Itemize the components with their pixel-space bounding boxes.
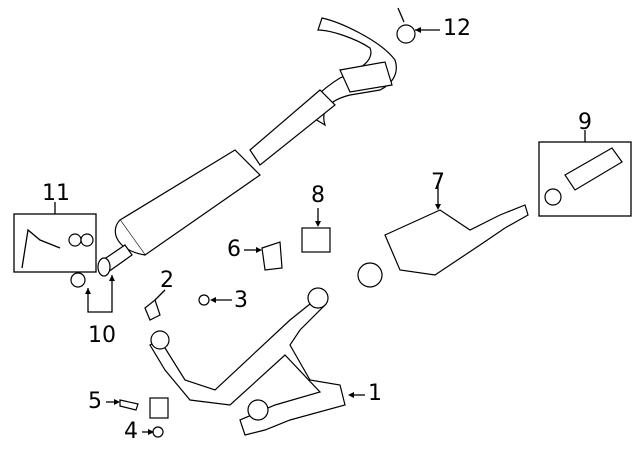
callout-7: 7 bbox=[431, 170, 445, 195]
callout-4: 4 bbox=[124, 419, 138, 444]
converter-part-7 bbox=[357, 185, 529, 288]
callout-2: 2 bbox=[160, 268, 174, 293]
callout-1: 1 bbox=[368, 381, 382, 406]
callout-8: 8 bbox=[311, 183, 325, 208]
hanger-parts bbox=[106, 397, 169, 438]
part-9-box bbox=[538, 130, 632, 217]
callout-9: 9 bbox=[578, 110, 592, 135]
callout-11: 11 bbox=[42, 181, 70, 206]
callout-5: 5 bbox=[88, 389, 102, 414]
clamp-part-12 bbox=[396, 7, 440, 44]
muffler-assembly bbox=[97, 17, 397, 277]
part-11-box bbox=[13, 202, 97, 273]
clamp-part-10 bbox=[70, 272, 115, 313]
fastener-parts bbox=[144, 289, 232, 321]
callout-12: 12 bbox=[443, 16, 471, 41]
callout-3: 3 bbox=[234, 288, 248, 313]
bracket-parts bbox=[244, 208, 331, 271]
y-pipe-part-1 bbox=[149, 287, 365, 436]
callout-6: 6 bbox=[227, 237, 241, 262]
callout-10: 10 bbox=[88, 323, 116, 348]
